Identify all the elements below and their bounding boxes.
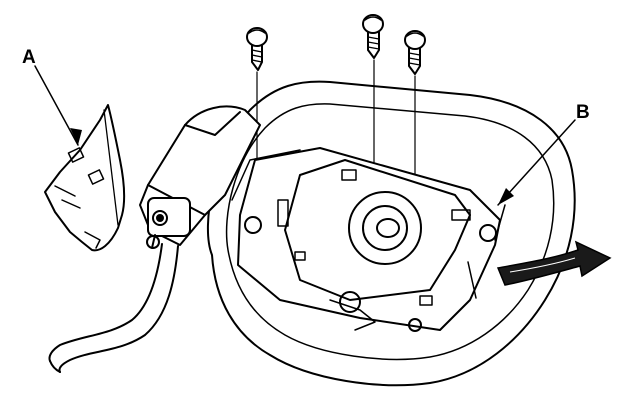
wire-connector	[139, 105, 261, 249]
wire-cable	[48, 243, 179, 373]
screw-middle	[362, 14, 384, 59]
mirror-housing	[206, 80, 576, 387]
screw-right	[404, 30, 426, 75]
cover-a	[44, 104, 126, 252]
leader-line-b	[497, 119, 576, 206]
removal-direction-arrow	[496, 240, 612, 286]
screw-left	[246, 27, 268, 71]
motor-assembly	[237, 147, 501, 332]
leader-line-a	[34, 65, 79, 146]
callout-label-b: B	[576, 102, 590, 123]
callout-label-a: A	[22, 47, 36, 68]
leader-arrowhead-a	[70, 128, 82, 145]
leader-arrowhead-b	[498, 188, 514, 205]
